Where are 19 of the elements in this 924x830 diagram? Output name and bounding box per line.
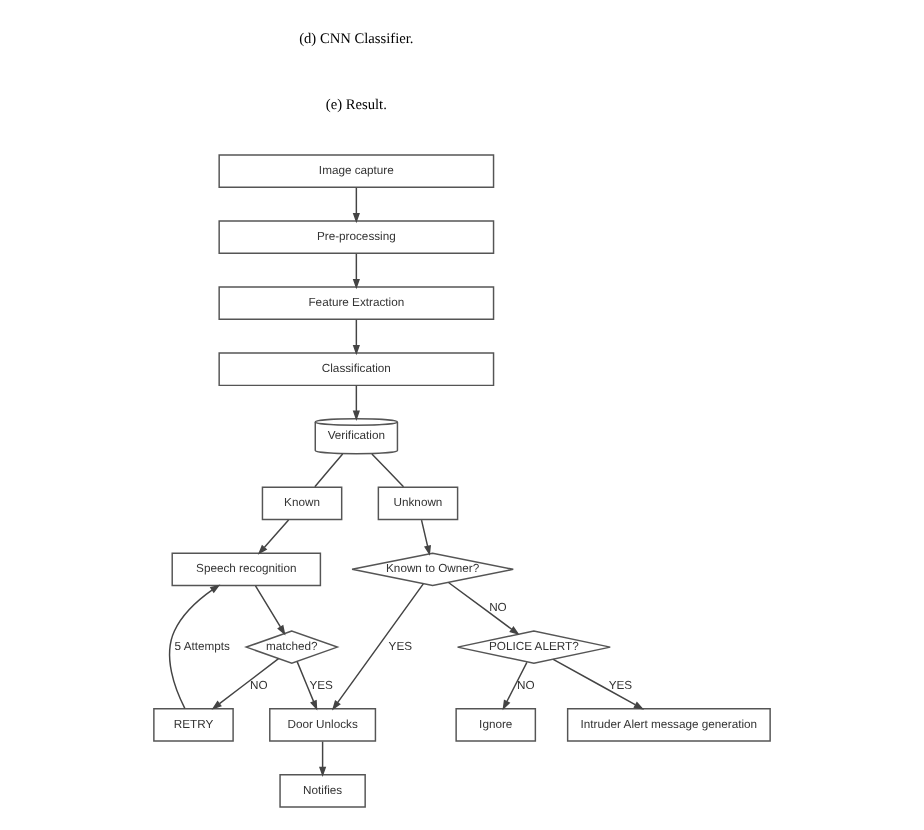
arrow [211,657,280,710]
arrow [257,519,290,555]
arrow [352,253,360,290]
arrow [168,584,221,710]
arrow [319,740,327,777]
arrow [296,660,318,711]
label: (e) Result. [325,94,387,113]
arrow [352,187,360,224]
arrow [254,585,286,636]
arrow [502,661,528,711]
connector [371,453,405,488]
arrow [331,583,424,711]
label: (d) CNN Classifier. [299,28,414,47]
arrow [352,319,360,356]
arrow [352,384,360,421]
arrow [447,581,520,636]
arrow [552,658,645,710]
arrow [420,519,431,556]
connector [314,453,344,488]
